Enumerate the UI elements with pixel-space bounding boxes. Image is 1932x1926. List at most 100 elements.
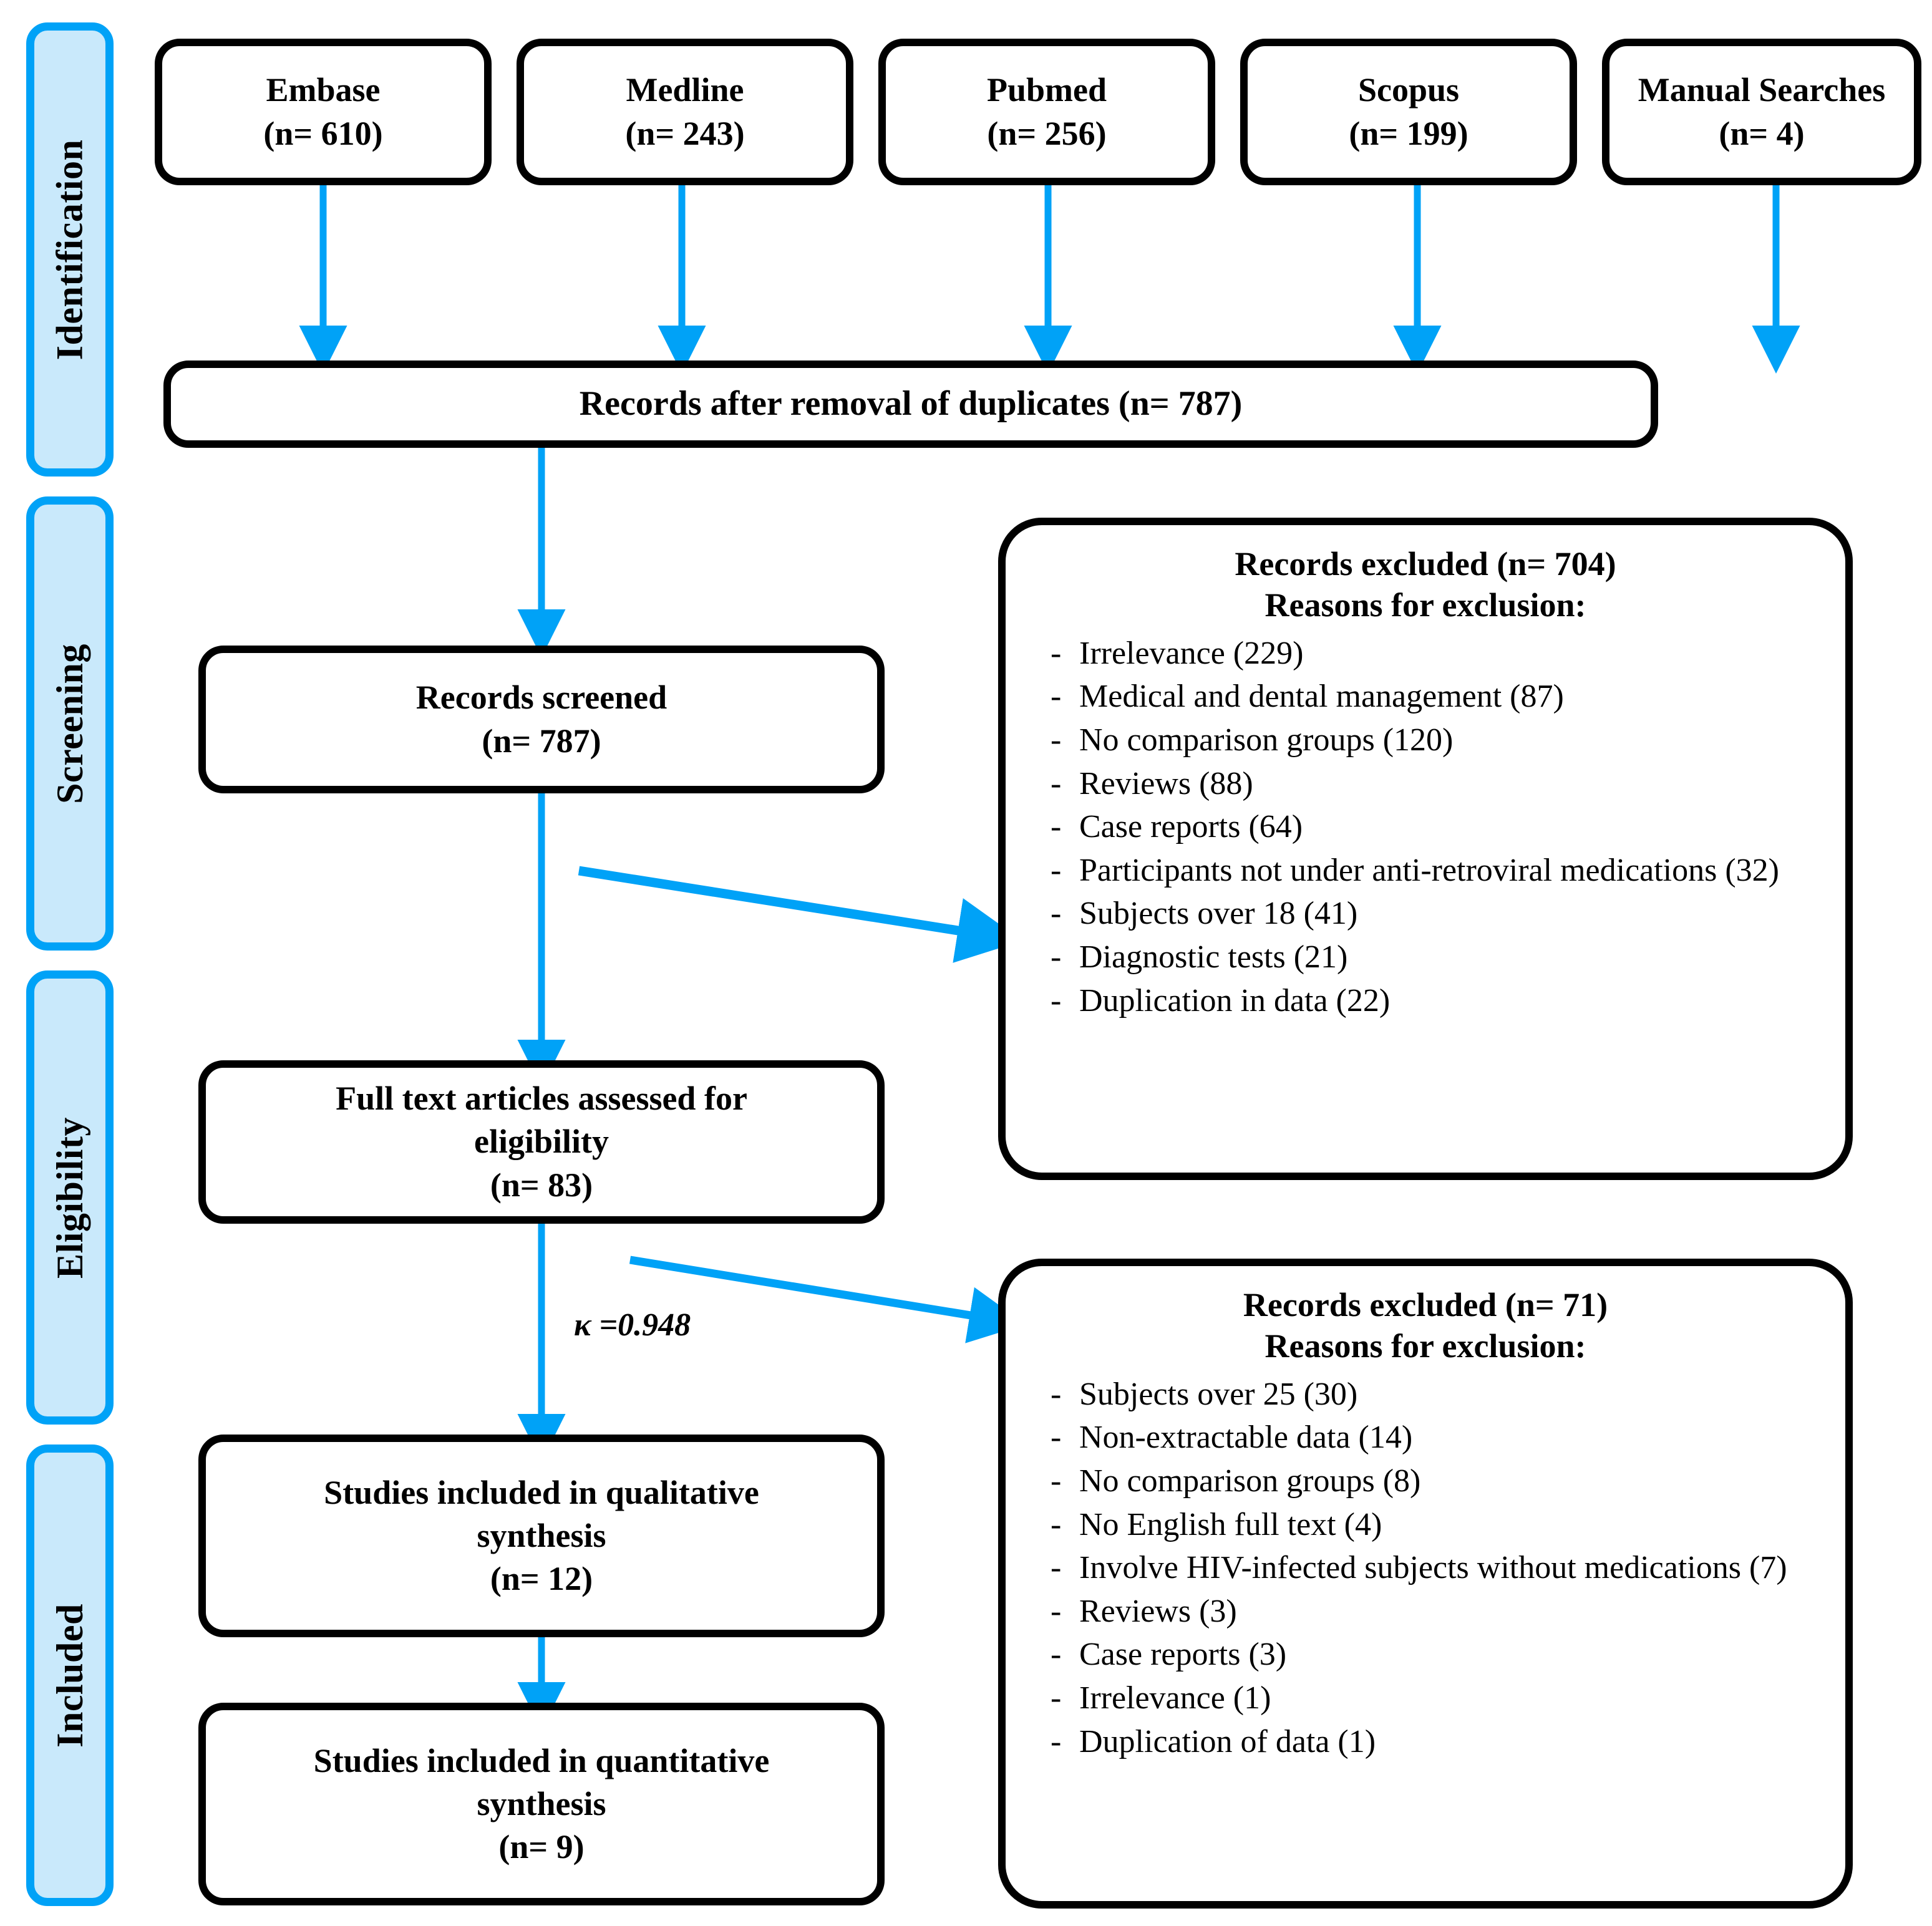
bullet-dash: - — [1051, 809, 1062, 845]
stage-identification-label: Identification — [49, 139, 90, 360]
bullet-dash: - — [1051, 1550, 1062, 1586]
reason-text: Case reports (3) — [1079, 1637, 1287, 1673]
bullet-dash: - — [1051, 1723, 1062, 1759]
reason-text: Non-extractable data (14) — [1079, 1420, 1413, 1456]
reason-text: Participants not under anti-retroviral m… — [1079, 852, 1779, 888]
source-pubmed-count: (n= 256) — [987, 114, 1107, 152]
reason-text: Duplication of data (1) — [1079, 1723, 1376, 1759]
reason-item: - Duplication in data (22) — [1034, 980, 1817, 1022]
records-after-duplicates-text: Records after removal of duplicates (n= … — [579, 384, 1243, 423]
source-box-medline-text: Medline (n= 243) — [610, 69, 759, 155]
source-pubmed-name: Pubmed — [986, 71, 1107, 109]
quantitative-synthesis-box: Studies included in quantitative synthes… — [198, 1703, 885, 1905]
fulltext-line3: (n= 83) — [490, 1166, 593, 1204]
source-medline-name: Medline — [626, 71, 744, 109]
records-excluded-screening-box: Records excluded (n= 704) Reasons for ex… — [998, 518, 1853, 1180]
bullet-dash: - — [1051, 1376, 1062, 1412]
stage-eligibility: Eligibility — [26, 970, 114, 1425]
bullet-dash: - — [1051, 1680, 1062, 1716]
records-excluded-screening-title: Records excluded (n= 704) — [1235, 545, 1616, 583]
reason-item: - Case reports (64) — [1034, 806, 1817, 848]
stage-included-label: Included — [49, 1603, 90, 1748]
reason-item: - No comparison groups (120) — [1034, 719, 1817, 762]
records-after-duplicates-box: Records after removal of duplicates (n= … — [163, 361, 1658, 448]
fulltext-line1: Full text articles assessed for — [336, 1080, 747, 1118]
reason-text: Reviews (88) — [1079, 765, 1253, 801]
reason-item: - Case reports (3) — [1034, 1633, 1817, 1676]
reason-item: - Reviews (3) — [1034, 1590, 1817, 1633]
reason-text: Diagnostic tests (21) — [1079, 939, 1348, 975]
stage-screening-label: Screening — [49, 643, 90, 804]
source-scopus-count: (n= 199) — [1349, 114, 1468, 152]
reason-item: - No comparison groups (8) — [1034, 1460, 1817, 1503]
reason-text: Involve HIV-infected subjects without me… — [1079, 1550, 1787, 1586]
reason-text: Case reports (64) — [1079, 809, 1303, 845]
records-excluded-eligibility-reasons: - Subjects over 25 (30) - Non-extractabl… — [1034, 1373, 1817, 1763]
reason-text: Subjects over 18 (41) — [1079, 896, 1358, 932]
source-manual-name: Manual Searches — [1638, 71, 1886, 109]
bullet-dash: - — [1051, 896, 1062, 932]
source-manual-count: (n= 4) — [1719, 114, 1805, 152]
reason-item: - Non-extractable data (14) — [1034, 1416, 1817, 1459]
source-embase-count: (n= 610) — [263, 114, 383, 152]
reason-item: - Subjects over 25 (30) — [1034, 1373, 1817, 1416]
bullet-dash: - — [1051, 982, 1062, 1019]
reason-item: - Irrelevance (229) — [1034, 632, 1817, 675]
stage-screening: Screening — [26, 496, 114, 951]
bullet-dash: - — [1051, 1506, 1062, 1542]
reason-item: - Medical and dental management (87) — [1034, 675, 1817, 718]
quantitative-line2: synthesis — [477, 1784, 606, 1822]
reason-text: Subjects over 25 (30) — [1079, 1376, 1358, 1412]
reason-item: - Involve HIV-infected subjects without … — [1034, 1547, 1817, 1589]
source-box-scopus-text: Scopus (n= 199) — [1334, 69, 1483, 155]
quantitative-synthesis-text: Studies included in quantitative synthes… — [299, 1740, 785, 1869]
fulltext-assessed-text: Full text articles assessed for eligibil… — [321, 1077, 762, 1206]
bullet-dash: - — [1051, 722, 1062, 758]
source-box-pubmed: Pubmed (n= 256) — [878, 39, 1215, 185]
bullet-dash: - — [1051, 1593, 1062, 1629]
source-box-scopus: Scopus (n= 199) — [1240, 39, 1577, 185]
quantitative-line1: Studies included in quantitative — [313, 1741, 770, 1779]
bullet-dash: - — [1051, 1463, 1062, 1499]
source-box-embase: Embase (n= 610) — [155, 39, 492, 185]
source-box-medline: Medline (n= 243) — [517, 39, 853, 185]
stage-identification: Identification — [26, 22, 114, 477]
source-embase-name: Embase — [266, 71, 381, 109]
stage-eligibility-label: Eligibility — [49, 1116, 90, 1279]
records-screened-text: Records screened (n= 787) — [401, 676, 682, 762]
reason-text: Reviews (3) — [1079, 1593, 1237, 1629]
bullet-dash: - — [1051, 1637, 1062, 1673]
records-excluded-eligibility-subtitle: Reasons for exclusion: — [1265, 1327, 1586, 1365]
records-screened-line1: Records screened — [415, 679, 667, 717]
bullet-dash: - — [1051, 939, 1062, 975]
source-box-pubmed-text: Pubmed (n= 256) — [972, 69, 1122, 155]
reason-item: - Reviews (88) — [1034, 763, 1817, 805]
reason-text: No English full text (4) — [1079, 1506, 1382, 1542]
reason-item: - No English full text (4) — [1034, 1504, 1817, 1546]
reason-item: - Diagnostic tests (21) — [1034, 936, 1817, 979]
reason-item: - Duplication of data (1) — [1034, 1721, 1817, 1763]
reason-item: - Participants not under anti-retroviral… — [1034, 849, 1817, 892]
reason-text: Irrelevance (229) — [1079, 635, 1304, 671]
reason-text: Medical and dental management (87) — [1079, 679, 1564, 715]
qualitative-synthesis-box: Studies included in qualitative synthesi… — [198, 1435, 885, 1637]
stage-included: Included — [26, 1444, 114, 1906]
bullet-dash: - — [1051, 1420, 1062, 1456]
bullet-dash: - — [1051, 679, 1062, 715]
qualitative-line2: synthesis — [477, 1516, 606, 1554]
kappa-annotation: κ =0.948 — [574, 1307, 691, 1343]
records-excluded-eligibility-box: Records excluded (n= 71) Reasons for exc… — [998, 1259, 1853, 1909]
arrow-screened-to-excluded-704 — [578, 866, 1023, 963]
qualitative-synthesis-text: Studies included in qualitative synthesi… — [309, 1471, 774, 1600]
source-medline-count: (n= 243) — [625, 114, 745, 152]
reason-item: - Irrelevance (1) — [1034, 1677, 1817, 1720]
source-scopus-name: Scopus — [1357, 71, 1460, 109]
reason-text: No comparison groups (8) — [1079, 1463, 1421, 1499]
bullet-dash: - — [1051, 852, 1062, 888]
source-box-manual-searches-text: Manual Searches (n= 4) — [1623, 69, 1901, 155]
quantitative-line3: (n= 9) — [498, 1828, 585, 1866]
reason-text: Irrelevance (1) — [1079, 1680, 1271, 1716]
source-box-embase-text: Embase (n= 610) — [248, 69, 397, 155]
qualitative-line3: (n= 12) — [490, 1560, 593, 1598]
